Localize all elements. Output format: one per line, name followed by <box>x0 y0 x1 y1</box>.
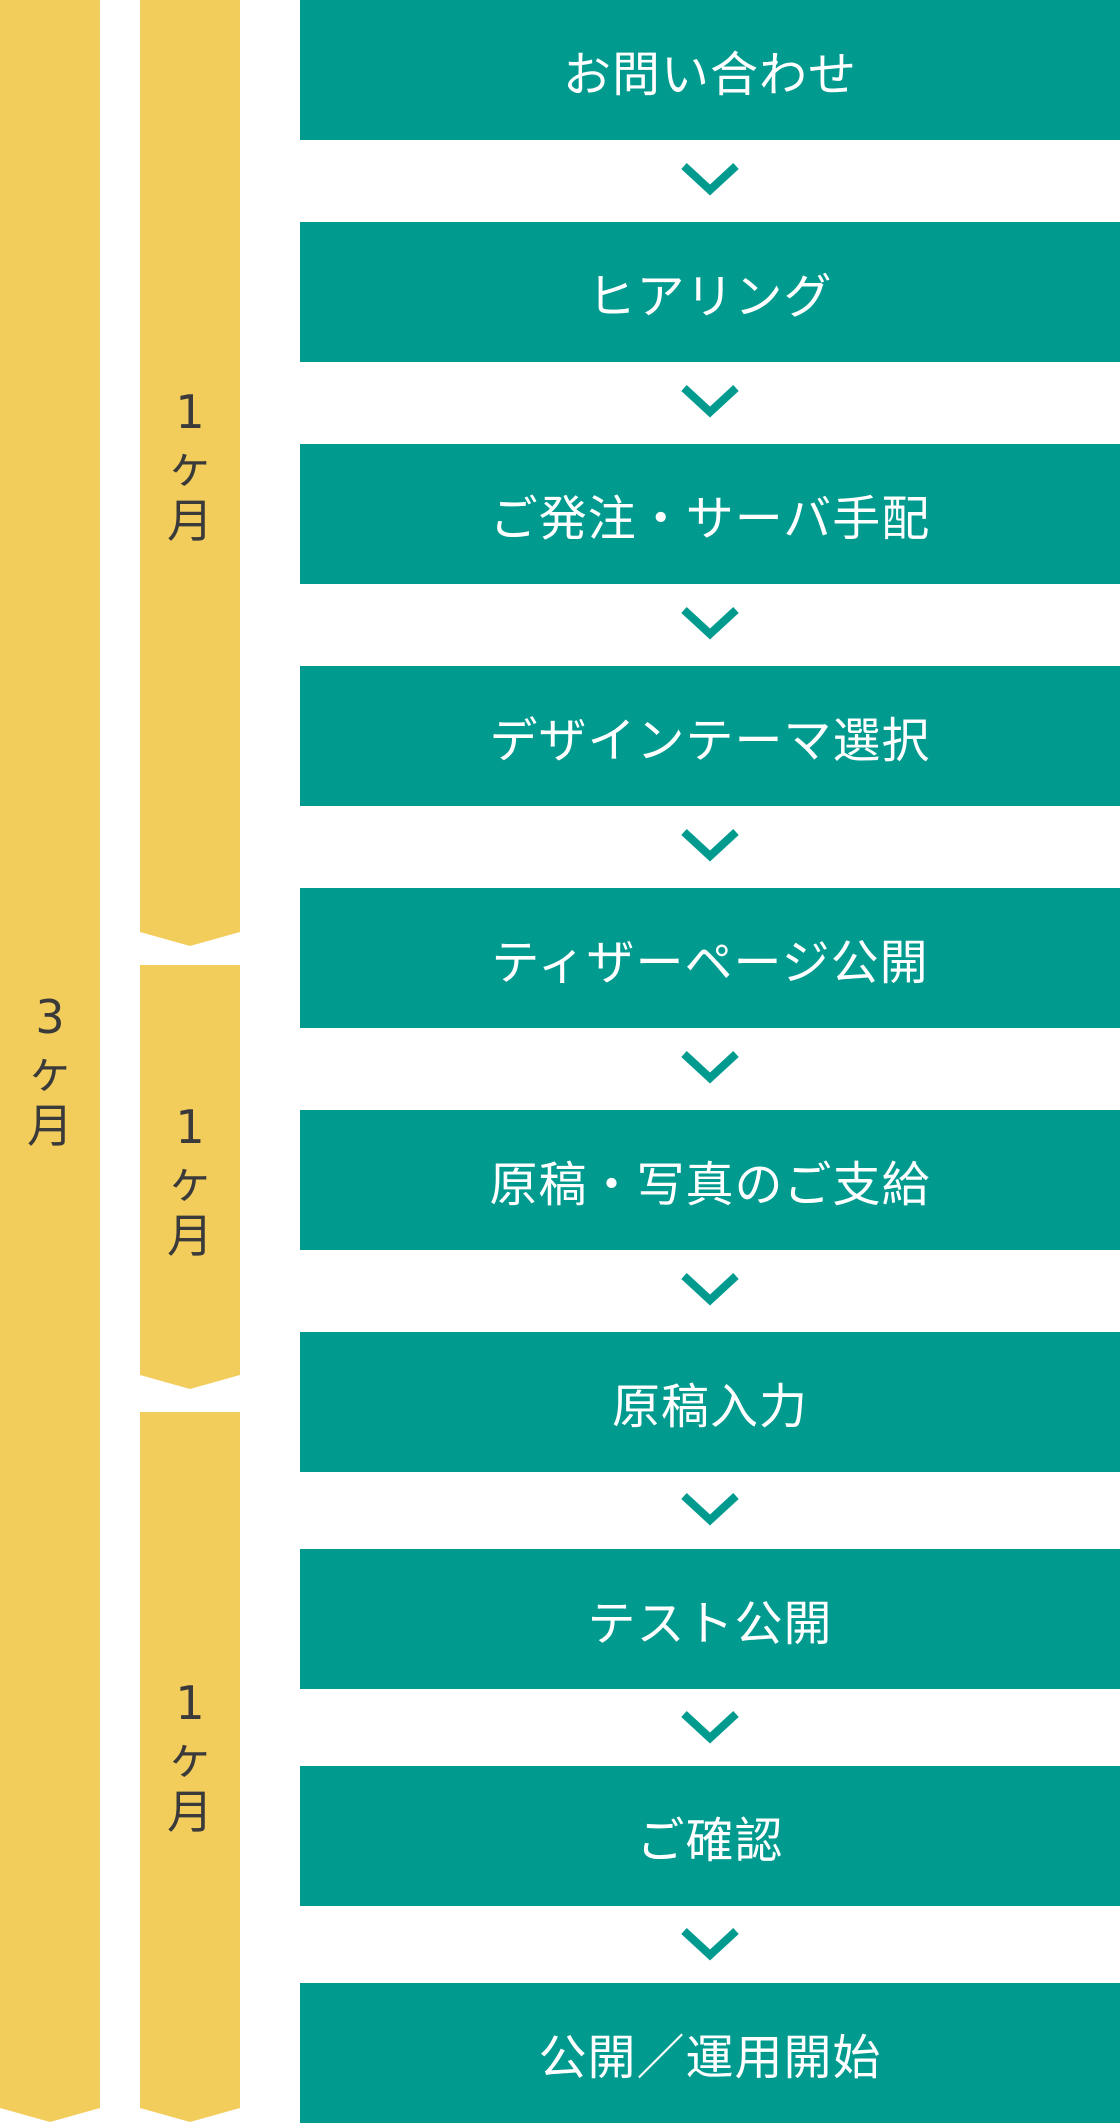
phase-1-unit-ke: ヶ <box>167 439 213 494</box>
step-design-theme-selection: デザインテーマ選択 <box>300 666 1120 806</box>
phase-bar-2 <box>140 965 240 1389</box>
chevron-down-icon <box>681 607 739 640</box>
total-period-bar <box>0 0 100 2122</box>
total-period-unit-month: 月 <box>27 1098 73 1153</box>
phase-1-number: 1 <box>175 385 205 439</box>
phase-3-number: 1 <box>175 1676 205 1730</box>
chevron-down-icon <box>681 1273 739 1306</box>
total-period-label: 3 ヶ 月 <box>0 990 100 1153</box>
phase-bar-3 <box>140 1412 240 2122</box>
step-order-server-setup: ご発注・サーバ手配 <box>300 444 1120 584</box>
step-teaser-page-launch: ティザーページ公開 <box>300 888 1120 1028</box>
chevron-down-icon <box>681 1711 739 1744</box>
phase-bar-1 <box>140 0 240 946</box>
phase-2-number: 1 <box>175 1100 205 1154</box>
step-test-launch: テスト公開 <box>300 1549 1120 1689</box>
step-confirmation: ご確認 <box>300 1766 1120 1906</box>
chevron-down-icon <box>681 1928 739 1961</box>
chevron-down-icon <box>681 829 739 862</box>
total-period-unit-ke: ヶ <box>27 1044 73 1099</box>
step-inquiry: お問い合わせ <box>300 0 1120 140</box>
phase-2-unit-month: 月 <box>167 1208 213 1263</box>
step-launch-operation-start: 公開／運用開始 <box>300 1983 1120 2123</box>
phase-label-1: 1 ヶ 月 <box>140 385 240 548</box>
total-period-number: 3 <box>35 990 65 1044</box>
period-bars <box>0 0 240 2122</box>
chevron-down-icon <box>681 1051 739 1084</box>
chevron-down-icon <box>681 163 739 196</box>
step-manuscript-input: 原稿入力 <box>300 1332 1120 1472</box>
phase-label-3: 1 ヶ 月 <box>140 1676 240 1839</box>
chevron-down-icon <box>681 385 739 418</box>
step-manuscript-photo-supply: 原稿・写真のご支給 <box>300 1110 1120 1250</box>
phase-1-unit-month: 月 <box>167 493 213 548</box>
phase-3-unit-month: 月 <box>167 1784 213 1839</box>
step-hearing: ヒアリング <box>300 222 1120 362</box>
chevron-down-icon <box>681 1493 739 1526</box>
phase-label-2: 1 ヶ 月 <box>140 1100 240 1263</box>
phase-3-unit-ke: ヶ <box>167 1730 213 1785</box>
phase-2-unit-ke: ヶ <box>167 1154 213 1209</box>
